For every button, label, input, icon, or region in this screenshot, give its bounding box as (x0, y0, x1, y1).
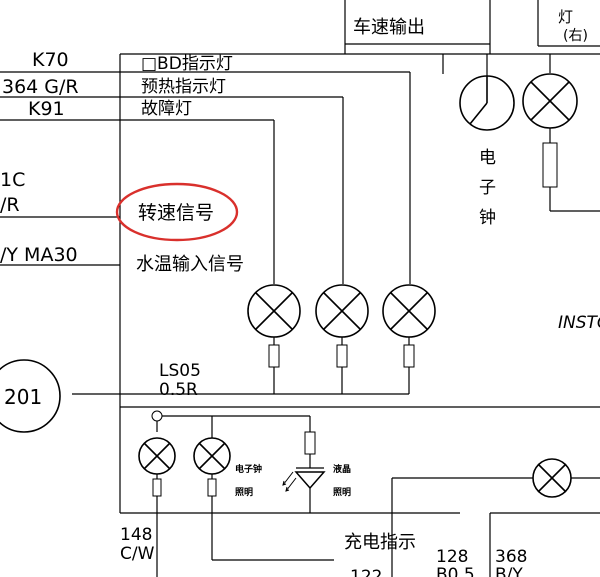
ls05-size-label: 0.5R (159, 380, 198, 400)
speed-signal-highlight (115, 182, 239, 242)
clock-illum-lamp-2 (193, 416, 334, 561)
fault-lamp-symbol (247, 284, 301, 394)
wire-364-label: 364 G/R (2, 76, 79, 98)
right-fragment-label: INSTO (558, 313, 600, 333)
wire-368-color-label: B/Y (495, 565, 523, 577)
clock-char-3: 钟 (479, 208, 496, 228)
top-lamp-right-label: (右) (563, 28, 588, 44)
charge-lamp-symbol (532, 458, 572, 498)
ls05-label: LS05 (159, 361, 201, 381)
wire-128-label: 128 (436, 547, 468, 567)
ground-node-201-label: 201 (4, 385, 42, 409)
top-lamp-fragment: 灯 (558, 8, 573, 26)
ground-node-201 (0, 359, 61, 433)
right-lamp-cross-b (530, 81, 570, 121)
wire-k70-label: K70 (32, 49, 69, 71)
led-symbol (282, 416, 326, 513)
liquid-temp-label-2: 照明 (333, 487, 351, 498)
clock-char-2: 子 (479, 178, 496, 198)
water-temp-label: 水温输入信号 (136, 254, 244, 275)
clock-illum-label-2: 照明 (235, 487, 253, 498)
clock-char-1: 电 (479, 148, 496, 168)
wire-148-color-label: C/W (120, 544, 155, 564)
fault-lamp-label: 故障灯 (141, 99, 192, 119)
right-lamp-resistor (542, 142, 558, 188)
wire-148-label: 148 (120, 525, 152, 545)
obd-lamp-label: □BD指示灯 (141, 54, 233, 74)
clock-hand-diagonal (469, 102, 488, 125)
clock-illum-label-1: 电子钟 (235, 463, 262, 475)
wire-128-size-label: B0.5 (436, 565, 475, 577)
liquid-temp-label-1: 液晶 (333, 463, 351, 475)
charge-indicator-label: 充电指示 (344, 532, 416, 553)
wire-1c-label: 1C (0, 169, 25, 191)
speed-signal-label: 转速信号 (138, 202, 214, 224)
wire-k91-label: K91 (28, 98, 65, 120)
preheat-lamp-label: 预热指示灯 (141, 77, 226, 97)
wire-368-label: 368 (495, 547, 527, 567)
lower-junction (151, 410, 163, 422)
clock-illum-lamp-1 (138, 437, 176, 577)
wire-ma30-label: /Y MA30 (0, 244, 78, 266)
preheat-lamp-symbol (315, 284, 369, 394)
obd-lamp-symbol (382, 284, 436, 394)
speed-output-label: 车速输出 (353, 17, 425, 38)
bottom-fragment-label: 122 (350, 567, 382, 577)
wire-r-label: /R (0, 194, 20, 216)
